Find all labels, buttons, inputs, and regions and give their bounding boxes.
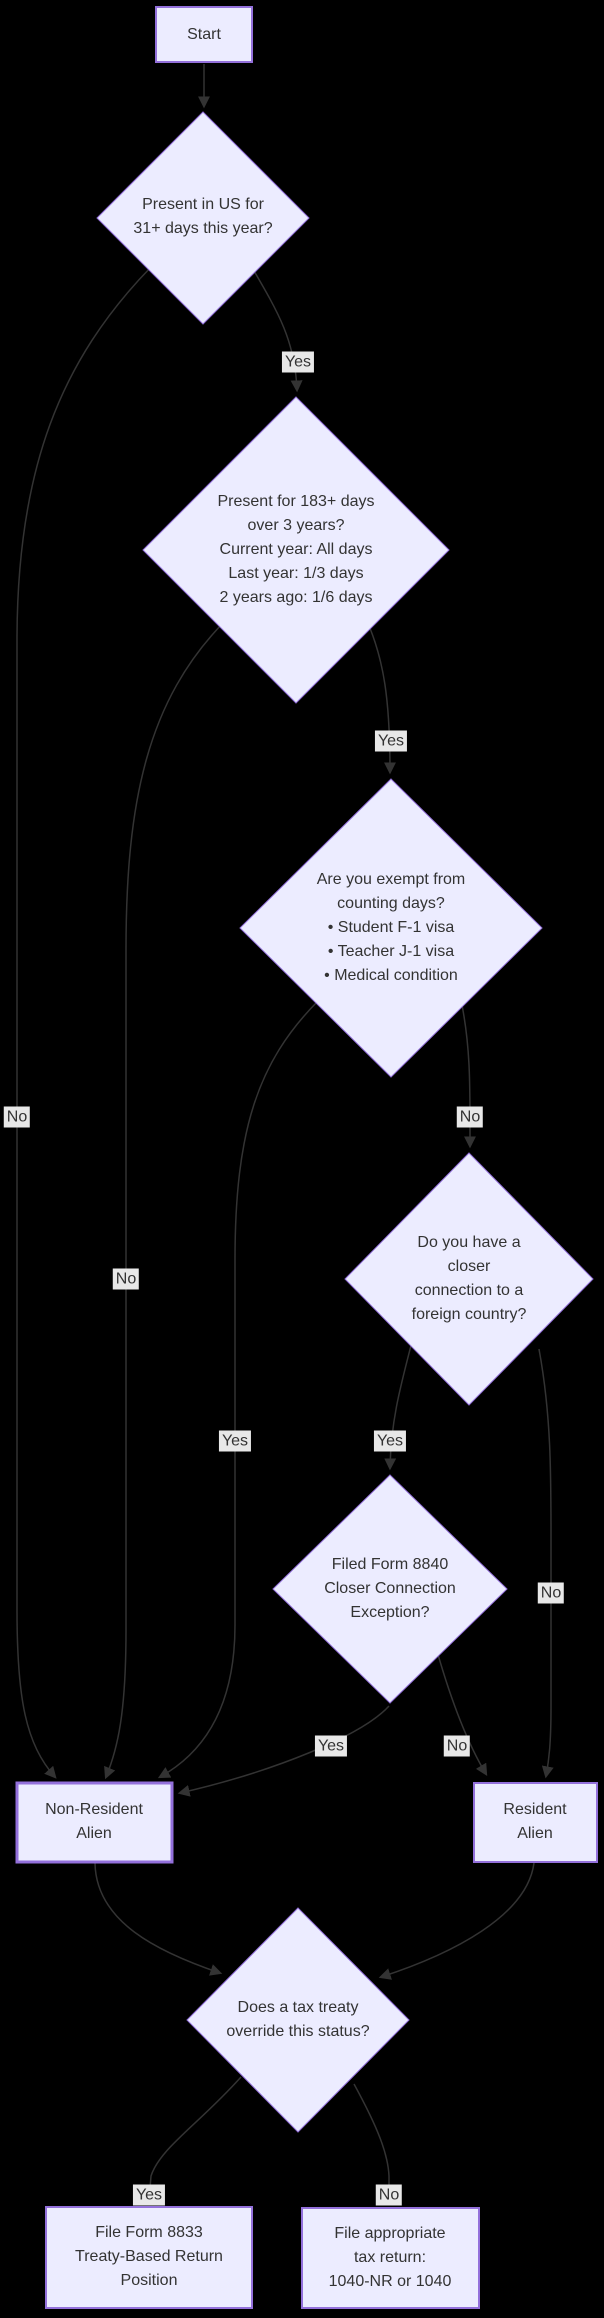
edge-label-present31-no: No [3,1106,31,1128]
edge-label-exempt-yes: Yes [218,1430,252,1452]
edge-label-closer-no: No [537,1582,565,1604]
node-treaty-diamond [186,1907,410,2133]
node-resident-alien [473,1782,598,1863]
edge-label-exempt-no: No [456,1106,484,1128]
edge-exempt-yes [157,1001,318,1779]
node-present31-diamond [96,111,310,325]
edge-label-treaty-yes: Yes [132,2184,166,2206]
edge-label-closer-yes: Yes [373,1430,407,1452]
edge-label-form8840-yes: Yes [314,1735,348,1757]
edge-treaty-yes [143,2076,242,2203]
node-start [155,6,253,63]
node-present183-diamond [142,396,450,704]
edge-present31-yes [249,263,303,393]
edge-label-present183-yes: Yes [374,730,408,752]
edge-form8840-no [436,1650,488,1777]
edge-closer-yes [384,1333,415,1471]
edge-treaty-no [353,2083,395,2204]
edge-form8840-yes [177,1705,390,1797]
node-closer-connection-diamond [344,1152,594,1406]
edge-label-present31-yes: Yes [281,351,315,373]
node-non-resident-alien [15,1781,174,1864]
node-form8833 [45,2206,253,2309]
edge-nonresident-to-treaty [94,1862,223,1976]
edge-resident-to-treaty [378,1862,535,1980]
edge-label-form8840-no: No [443,1735,471,1757]
node-tax-return [301,2207,480,2309]
edge-closer-no [538,1348,554,1779]
edge-label-treaty-no: No [375,2184,403,2206]
edge-present183-no [104,621,225,1780]
node-exempt-diamond [239,778,543,1078]
node-form8840-diamond [272,1474,508,1704]
edge-present31-no [16,265,153,1779]
edge-label-present183-no: No [112,1268,140,1290]
